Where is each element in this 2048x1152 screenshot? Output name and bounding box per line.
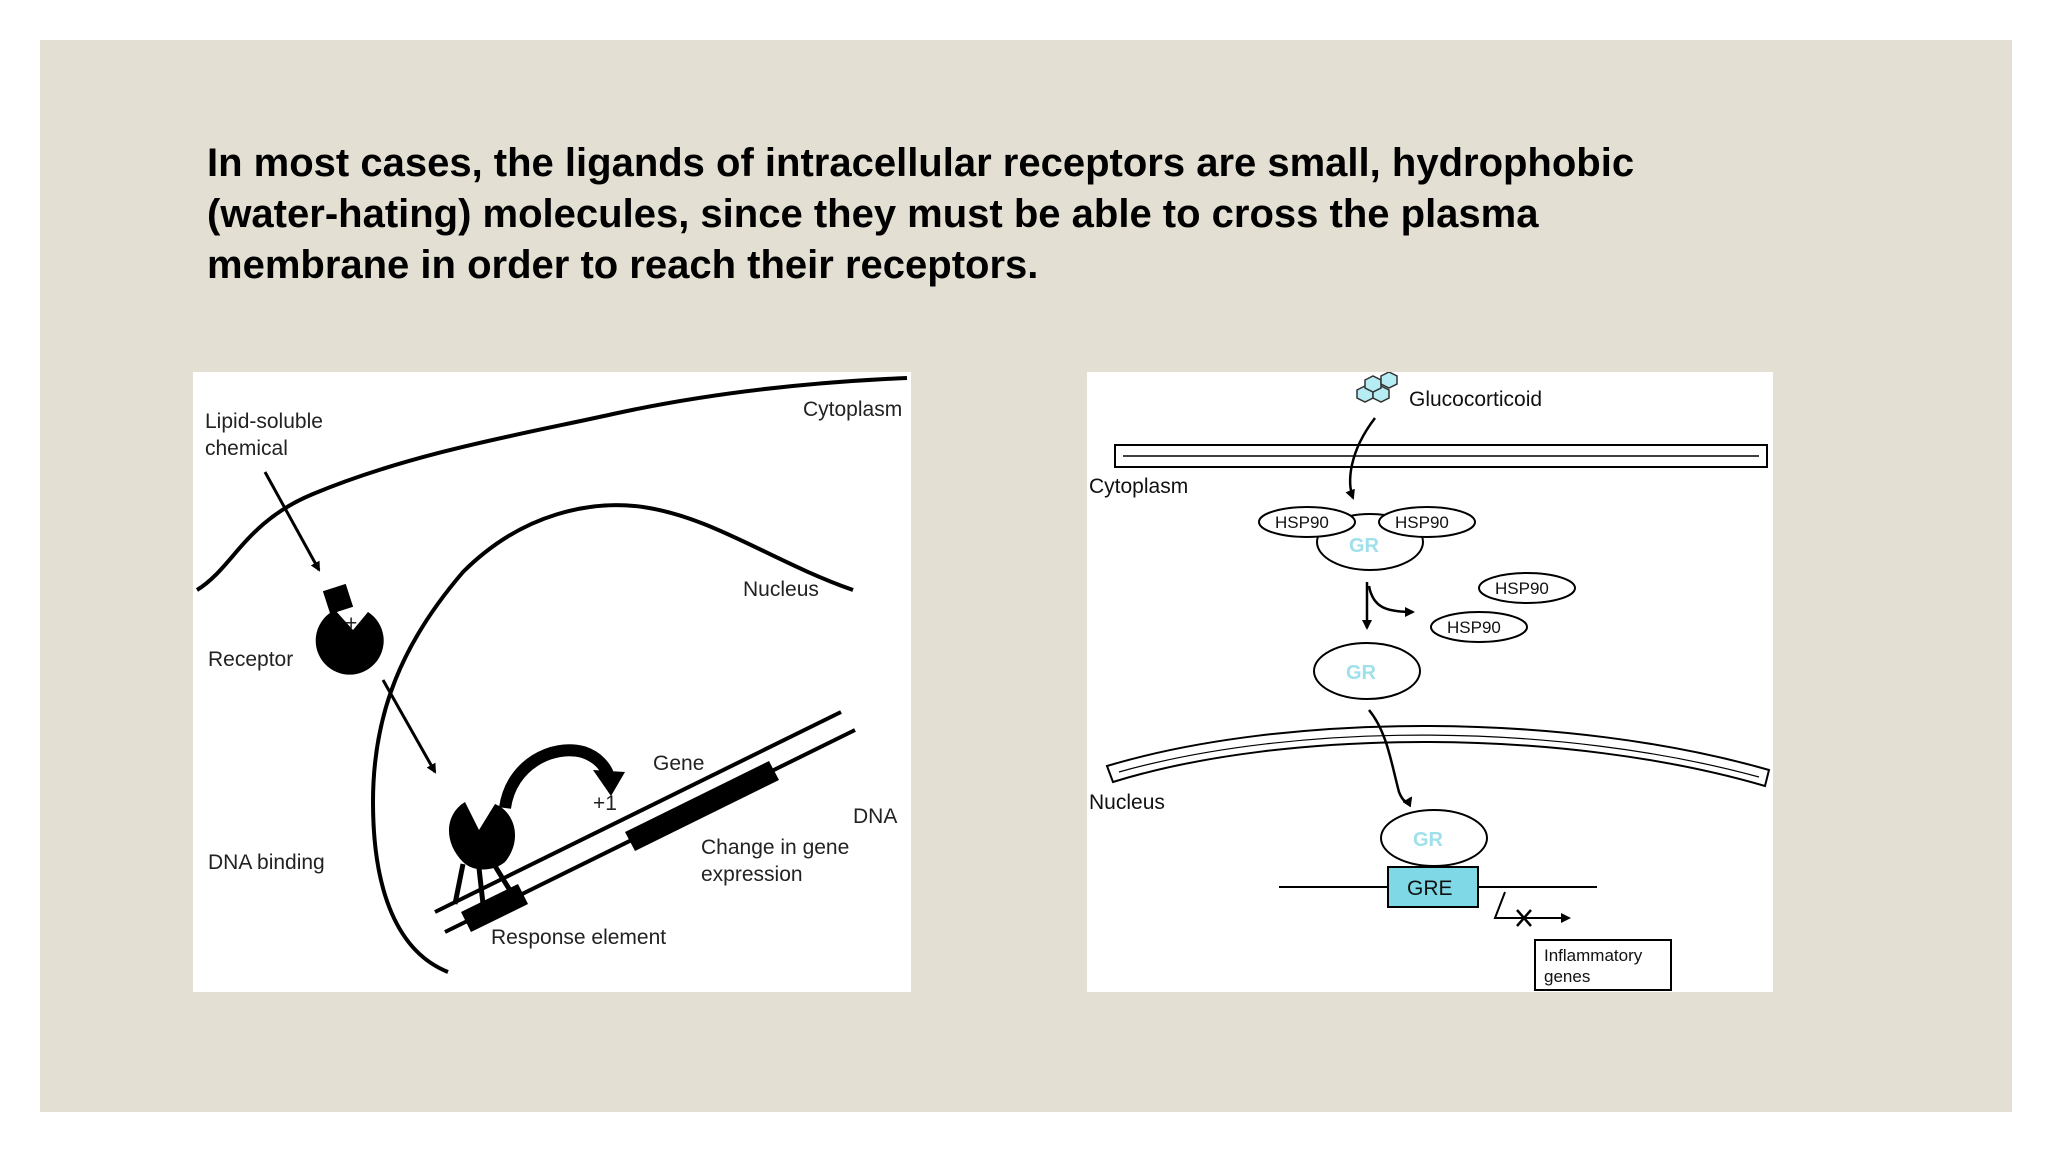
plasma-membrane-line [195, 376, 908, 592]
gre-label: GRE [1407, 877, 1453, 900]
receptor-leg-3 [492, 864, 514, 894]
receptor-leg-2 [476, 867, 486, 905]
chemical-label: chemical [205, 437, 288, 460]
gr-nuclear-entry-arrow [1368, 709, 1413, 808]
nucleus-label: Nucleus [743, 578, 819, 601]
gr-free-label: GR [1346, 662, 1377, 684]
response-element-label: Response element [491, 926, 666, 949]
receptor-leg-1 [452, 863, 466, 905]
hsp90-label-1: HSP90 [1275, 513, 1329, 532]
gr-complex-label: GR [1349, 535, 1380, 557]
nuclear-membrane-inner [1118, 734, 1760, 778]
dna-binding-label: DNA binding [208, 851, 325, 874]
lipid-soluble-signaling-diagram: Lipid-soluble chemical Cytoplasm Nucleus… [193, 372, 911, 992]
gr-nuclear-label: GR [1413, 829, 1444, 851]
ligand-square [322, 583, 354, 615]
hsp90-ellipse-2 [1378, 506, 1476, 538]
blocked-transcription-arrow [1493, 891, 1571, 923]
hsp90-label-free-2: HSP90 [1447, 618, 1501, 637]
heading-line-2: (water-hating) molecules, since they mus… [207, 192, 1539, 236]
receptor-label: Receptor [208, 648, 293, 671]
receptor-plus-label: + [345, 612, 357, 635]
dna-label: DNA [853, 805, 897, 828]
expression-label: expression [701, 863, 803, 886]
activation-arrowhead [593, 770, 625, 796]
gene-segment [625, 761, 779, 851]
left-diagram-svg: Lipid-soluble chemical Cytoplasm Nucleus… [195, 376, 908, 974]
hsp90-ellipse-free-2 [1430, 611, 1528, 643]
glucocorticoid-label: Glucocorticoid [1409, 388, 1542, 411]
right-diagram-svg: Glucocorticoid Cytoplasm GR HSP90 HSP90 … [1089, 372, 1771, 991]
plus-one-label: +1 [593, 792, 617, 815]
nuclear-membrane-outer [1105, 725, 1771, 788]
gre-box [1387, 866, 1479, 908]
glucocorticoid-entry-arrow [1345, 417, 1376, 500]
hsp90-label-2: HSP90 [1395, 513, 1449, 532]
lipid-soluble-label: Lipid-soluble [205, 410, 323, 433]
cytoplasm-label: Cytoplasm [803, 398, 902, 421]
glucocorticoid-signaling-diagram: Glucocorticoid Cytoplasm GR HSP90 HSP90 … [1087, 372, 1773, 992]
slide-heading: In most cases, the ligands of intracellu… [207, 138, 1767, 291]
dna-bound-receptor-shape [448, 802, 516, 870]
inflammatory-label: Inflammatory [1544, 946, 1643, 965]
block-x-stroke-2 [1516, 909, 1532, 927]
ligand-entry-arrow [263, 471, 321, 572]
cell-membrane-bar [1114, 444, 1768, 468]
inflammatory-genes-box [1534, 939, 1672, 991]
heading-line-3: membrane in order to reach their recepto… [207, 243, 1039, 287]
genes-label: genes [1544, 967, 1590, 986]
dissociation-arrow-right [1367, 585, 1415, 617]
receptor-shape [315, 610, 384, 675]
response-element-segment [461, 884, 528, 932]
transcription-activation-arrow [499, 744, 615, 810]
glucocorticoid-molecule-icon [1356, 372, 1398, 403]
hsp90-ellipse-1 [1258, 506, 1356, 538]
nuclear-envelope-line [370, 503, 854, 974]
right-cytoplasm-label: Cytoplasm [1089, 475, 1188, 498]
heading-line-1: In most cases, the ligands of intracellu… [207, 141, 1635, 185]
right-nucleus-label: Nucleus [1089, 791, 1165, 814]
hsp90-label-free-1: HSP90 [1495, 579, 1549, 598]
receptor-translocation-arrow [381, 679, 437, 774]
gr-free-ellipse [1313, 642, 1421, 700]
gene-label: Gene [653, 752, 704, 775]
change-in-gene-label: Change in gene [701, 836, 849, 859]
hsp90-ellipse-free-1 [1478, 572, 1576, 604]
